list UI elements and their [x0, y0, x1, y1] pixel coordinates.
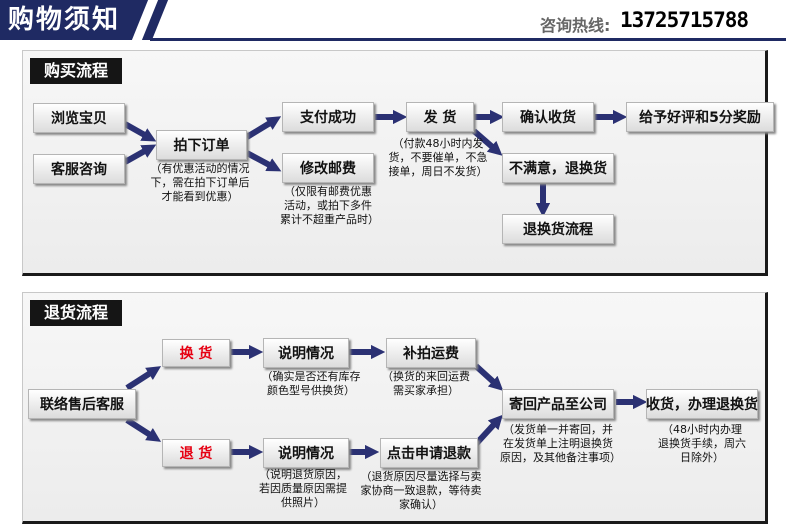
explain-exchange-note: （确实是否还有库存颜色型号供换货） — [261, 370, 361, 397]
step-confirm-receipt: 确认收货 — [502, 102, 594, 132]
flow-arrow — [245, 116, 282, 140]
step-return-flow: 退换货流程 — [502, 214, 614, 244]
step-send-back: 寄回产品至公司 — [502, 389, 614, 419]
send-back-note: （发货单一并寄回，并在发货单上注明退换货原因，及其他备注事项） — [500, 423, 621, 464]
flow-arrow — [125, 417, 162, 442]
step-explain-refund: 说明情况 — [263, 438, 349, 468]
receive-note: （48小时内办理退换货手续，周六日除外） — [658, 423, 746, 464]
step-payment-success: 支付成功 — [282, 102, 374, 132]
flow-arrow — [123, 121, 157, 142]
flow-arrow — [125, 366, 162, 391]
apply-refund-note: （退货原因尽量选择与卖家协商一致退款，等待卖家确认） — [360, 470, 482, 511]
step-pay-shipping: 补拍运费 — [386, 338, 476, 368]
flow-arrow — [473, 414, 503, 447]
contact-phone: 13725715788 — [620, 8, 749, 32]
step-receive-process: 收货，办理退换货 — [646, 389, 758, 419]
return-panel-tab: 退货流程 — [30, 300, 123, 326]
pay-shipping-note: （换货的来回运费需买家承担） — [382, 370, 470, 397]
purchase-panel-tab: 购买流程 — [30, 58, 123, 84]
flow-arrow — [123, 144, 157, 165]
explain-refund-note: （说明退货原因，若因质量原因需提供照片） — [259, 468, 347, 509]
step-consult: 客服咨询 — [33, 154, 125, 184]
step-unsatisfied: 不满意，退换货 — [502, 153, 614, 183]
step-place-order: 拍下订单 — [156, 130, 247, 160]
step-modify-shipping: 修改邮费 — [282, 153, 374, 183]
order-note: （有优惠活动的情况下，需在拍下订单后才能看到优惠） — [150, 162, 250, 203]
modify-shipping-note: （仅限有邮费优惠活动，或拍下多件累计不超重产品时） — [280, 185, 379, 226]
contact-label: 咨询热线: — [540, 16, 611, 35]
step-exchange: 换 货 — [162, 339, 230, 367]
step-refund: 退 货 — [162, 439, 230, 467]
step-explain-exchange: 说明情况 — [263, 338, 349, 368]
header-rule — [150, 38, 786, 41]
page-title: 购物须知 — [8, 5, 121, 35]
step-good-review: 给予好评和5分奖励 — [626, 102, 774, 132]
step-browse: 浏览宝贝 — [33, 103, 125, 133]
flow-arrow — [245, 150, 282, 172]
ship-note: （付款48小时内发货，不要催单，不急接单，周日不发货） — [388, 137, 488, 178]
purchase-panel — [22, 50, 768, 276]
flow-arrow — [472, 128, 503, 156]
step-ship: 发 货 — [406, 102, 474, 132]
step-contact-service: 联络售后客服 — [28, 389, 136, 419]
step-apply-refund: 点击申请退款 — [380, 438, 478, 468]
flow-arrow — [473, 363, 504, 391]
